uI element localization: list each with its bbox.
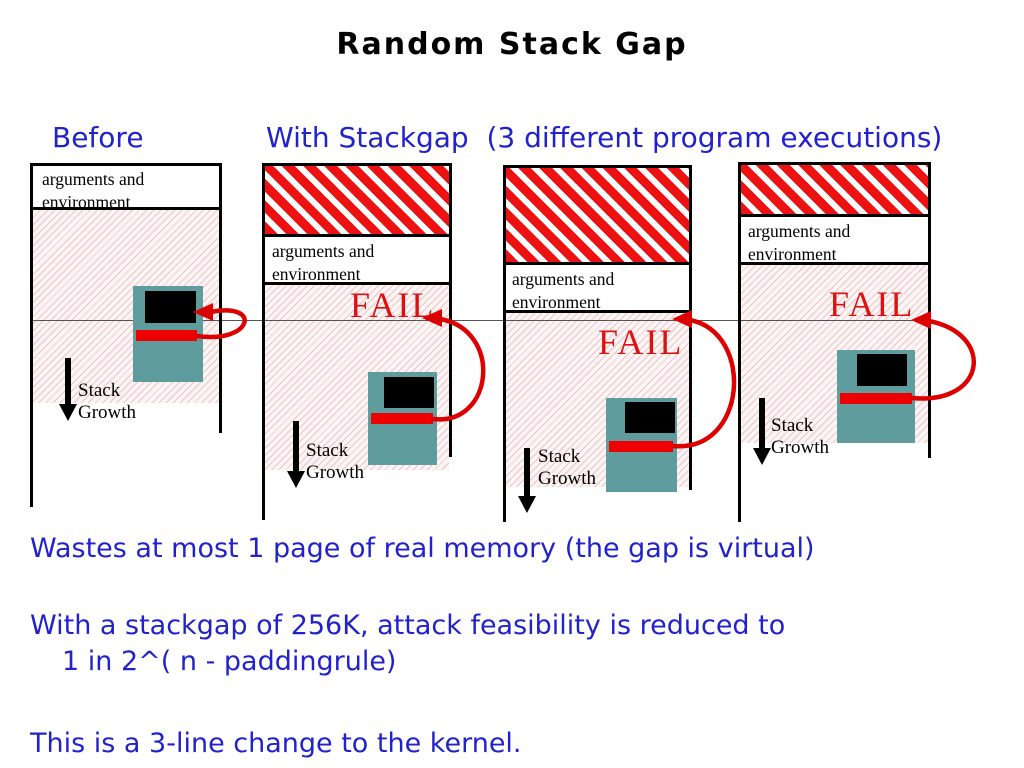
stack-growth-arrowhead-icon [518, 496, 536, 513]
note-feasibility-formula: 1 in 2^( n - paddingrule) [62, 646, 397, 677]
args-env-label: arguments and environment [512, 269, 615, 313]
args-env-label: arguments and environment [272, 241, 375, 285]
with-stackgap-label: With Stackgap (3 different program execu… [266, 121, 943, 154]
note-feasibility: With a stackgap of 256K, attack feasibil… [30, 610, 786, 641]
column-right-border [928, 162, 931, 458]
stack-growth-label: Stack Growth [306, 440, 365, 484]
column-left-border [30, 163, 33, 507]
note-wastes: Wastes at most 1 page of real memory (th… [30, 533, 815, 564]
column-top-border [738, 162, 931, 165]
stackgap-divider [262, 234, 452, 237]
monitor-screen-icon [384, 377, 434, 408]
args-env-divider [262, 282, 452, 285]
stackgap-box [741, 165, 928, 214]
column-right-border [219, 163, 222, 433]
fail-label: FAIL [829, 284, 915, 324]
stackgap-box [265, 166, 449, 234]
monitor-screen-icon [857, 354, 907, 386]
column-top-border [503, 165, 692, 168]
args-env-label: arguments and environment [748, 221, 851, 265]
args-env-divider [30, 207, 222, 210]
stack-growth-arrow-icon [759, 398, 765, 450]
stackgap-divider [503, 262, 692, 265]
monitor-alert-bar [840, 393, 912, 404]
stack-growth-label: Stack Growth [771, 415, 830, 459]
fail-label: FAIL [350, 285, 436, 325]
stack-growth-arrow-icon [65, 358, 71, 406]
stack-growth-arrowhead-icon [287, 471, 305, 488]
column-top-border [262, 163, 452, 166]
fail-label: FAIL [598, 322, 684, 362]
column-right-border [689, 165, 692, 490]
note-kernel: This is a 3-line change to the kernel. [30, 728, 522, 759]
slide-title: Random Stack Gap [336, 27, 688, 62]
stackgap-box [506, 168, 689, 262]
monitor-screen-icon [145, 291, 196, 323]
column-left-border [503, 165, 506, 522]
column-top-border [30, 163, 222, 166]
stack-growth-label: Stack Growth [538, 446, 597, 490]
before-label: Before [52, 121, 144, 154]
stackgap-divider [738, 214, 931, 217]
args-env-divider [503, 310, 692, 313]
stack-growth-arrow-icon [293, 421, 299, 473]
stack-growth-label: Stack Growth [78, 380, 137, 424]
monitor-alert-bar [609, 441, 673, 452]
column-right-border [449, 163, 452, 457]
stack-growth-arrowhead-icon [753, 448, 771, 465]
args-env-divider [738, 262, 931, 265]
monitor-screen-icon [625, 402, 675, 433]
column-left-border [262, 163, 265, 520]
monitor-alert-bar [136, 330, 197, 341]
stack-growth-arrow-icon [524, 448, 530, 498]
stack-growth-arrowhead-icon [59, 404, 77, 421]
column-left-border [738, 162, 741, 522]
monitor-alert-bar [371, 413, 433, 424]
